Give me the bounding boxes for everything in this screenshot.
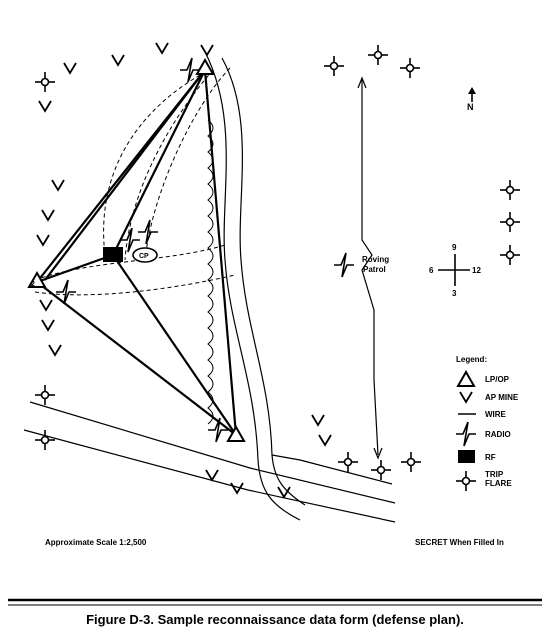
radio-icon	[333, 252, 355, 278]
rf-box	[103, 247, 123, 262]
legend-wire: WIRE	[485, 410, 507, 419]
radio-icon	[55, 279, 77, 305]
clock-top: 9	[452, 243, 457, 252]
legend-lp-op: LP/OP	[485, 375, 510, 384]
legend-title: Legend:	[456, 355, 487, 364]
legend-rf: RF	[485, 453, 496, 462]
legend: Legend: LP/OP AP MINE WIRE RADIO RF TRIP…	[455, 355, 519, 492]
classification-text: SECRET When Filled In	[415, 538, 504, 547]
radio-icon	[137, 219, 159, 245]
clock-right: 12	[472, 266, 481, 275]
patrol-label-line1: Roving	[362, 255, 389, 264]
cp-label: CP	[139, 253, 149, 260]
lp-op-south	[227, 426, 245, 442]
figure-caption: Figure D-3. Sample reconnaissance data f…	[86, 612, 464, 627]
north-arrow-icon	[468, 87, 476, 102]
scale-text: Approximate Scale 1:2,500	[45, 538, 147, 547]
lp-op-north	[196, 59, 214, 75]
patrol-label-line2: Patrol	[363, 265, 386, 274]
wire-obstacle	[207, 119, 214, 425]
patrol-route	[357, 76, 383, 460]
lp-op-number: 2	[31, 281, 35, 288]
road	[23, 51, 396, 523]
north-label: N	[467, 102, 474, 112]
communication-lines	[36, 69, 238, 436]
clock-bottom: 3	[452, 289, 457, 298]
clock-reference	[438, 254, 470, 286]
clock-left: 6	[429, 266, 434, 275]
cp-ellipse	[132, 247, 158, 263]
sector-of-fire	[34, 67, 236, 296]
legend-radio: RADIO	[485, 430, 511, 439]
legend-ap-mine: AP MINE	[485, 393, 519, 402]
legend-trip-flare: TRIP FLARE	[485, 470, 512, 488]
trip-flares	[34, 44, 521, 481]
